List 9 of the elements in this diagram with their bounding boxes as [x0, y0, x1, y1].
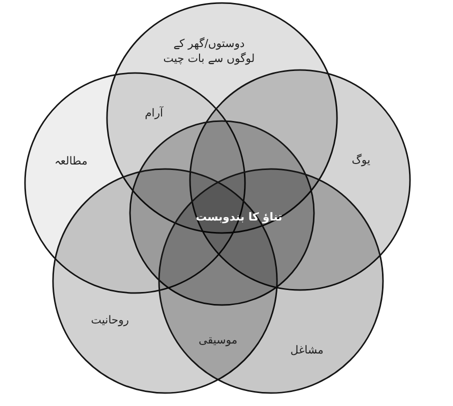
circle-label: مطالعہ [54, 154, 88, 168]
circle-label: دوستوں/گھر کے لوگوں سے بات چیت [162, 36, 256, 66]
circle-label: تناؤ کا بندوبست [196, 210, 282, 224]
overlap-label: آرام [144, 106, 164, 120]
circle-label: یوگ [352, 152, 370, 168]
circle-label: روحانیت [91, 312, 129, 328]
circle-label: مشاغل [290, 342, 324, 358]
overlap-label: موسیقی [198, 332, 238, 348]
venn-circle [158, 168, 384, 394]
